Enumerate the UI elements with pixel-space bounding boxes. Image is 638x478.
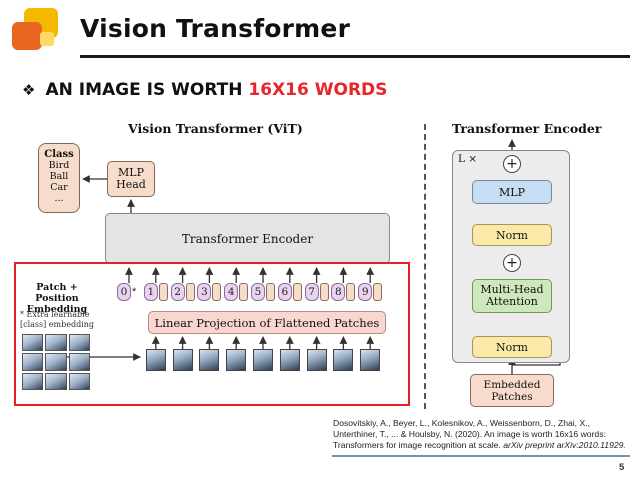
class-heading: Class xyxy=(44,149,74,160)
patch-embedding xyxy=(212,283,222,301)
position-embedding: 1 xyxy=(143,283,158,301)
position-embedding: 0 xyxy=(117,283,131,301)
patch-embedding xyxy=(266,283,275,301)
residual-add-icon: + xyxy=(503,155,521,173)
image-patch xyxy=(226,349,247,371)
patch-embedding xyxy=(319,283,329,301)
mlp-box: MLP xyxy=(472,180,552,204)
mlp-head-label: MLP Head xyxy=(116,166,146,191)
image-patch xyxy=(172,349,193,371)
token-2: 2 xyxy=(170,283,195,301)
page-number: 5 xyxy=(619,462,625,473)
logo xyxy=(10,8,72,60)
transformer-encoder-box: Transformer Encoder xyxy=(105,213,390,264)
bullet-highlight: 16X16 WORDS xyxy=(248,80,388,100)
image-patch xyxy=(199,349,220,371)
token-5: 5 xyxy=(251,283,275,301)
patch-embedding xyxy=(239,283,249,301)
position-embedding: 8 xyxy=(331,283,346,301)
citation: Dosovitskiy, A., Beyer, L., Kolesnikov, … xyxy=(333,418,633,452)
repeat-label: L × xyxy=(458,153,478,165)
token-1: 1 xyxy=(143,283,168,301)
image-patch xyxy=(279,349,300,371)
position-embedding: 7 xyxy=(304,283,319,301)
mha-label: Multi-Head Attention xyxy=(480,283,544,308)
token-8: 8 xyxy=(331,283,356,301)
token-7: 7 xyxy=(304,283,329,301)
position-embedding: 5 xyxy=(251,283,265,301)
image-patch xyxy=(145,349,166,371)
dashed-divider xyxy=(424,124,426,409)
linear-projection-box: Linear Projection of Flattened Patches xyxy=(148,311,386,334)
class-item: Bird xyxy=(48,160,70,171)
class-item: ... xyxy=(54,193,64,204)
norm-box-bottom: Norm xyxy=(472,336,552,358)
class-item: Car xyxy=(50,182,68,193)
norm-box-top: Norm xyxy=(472,224,552,246)
citation-text: Dosovitskiy, A., Beyer, L., Kolesnikov, … xyxy=(333,418,606,451)
token-6: 6 xyxy=(277,283,302,301)
patch-embedding xyxy=(158,283,168,301)
bullet-headline: ❖ AN IMAGE IS WORTH 16X16 WORDS xyxy=(22,80,387,100)
highlight-frame xyxy=(14,262,410,406)
image-patch xyxy=(333,349,354,371)
title-rule xyxy=(80,55,630,58)
class-output-box: Class Bird Ball Car ... xyxy=(38,143,80,213)
slide-title: Vision Transformer xyxy=(80,14,351,43)
footer-rule xyxy=(332,455,630,457)
position-embedding: 3 xyxy=(197,283,212,301)
token-4: 4 xyxy=(224,283,249,301)
position-embedding: 9 xyxy=(358,283,373,301)
learnable-embedding-note: * Extra learnable [class] embedding xyxy=(20,310,95,329)
token-0: 0* xyxy=(117,283,136,301)
patch-embedding xyxy=(373,283,383,301)
image-patch xyxy=(306,349,327,371)
image-patch xyxy=(360,349,381,371)
position-embedding: 4 xyxy=(224,283,239,301)
class-item: Ball xyxy=(49,171,69,182)
token-9: 9 xyxy=(358,283,383,301)
encoder-diagram-title: Transformer Encoder xyxy=(452,121,602,136)
class-token-marker: * xyxy=(132,286,137,298)
residual-add-icon: + xyxy=(503,254,521,272)
diamond-bullet-icon: ❖ xyxy=(22,81,36,99)
mlp-head-box: MLP Head xyxy=(107,161,155,197)
citation-venue: arXiv preprint arXiv:2010.11929. xyxy=(503,440,626,451)
patch-embedding xyxy=(292,283,302,301)
image-patch xyxy=(253,349,273,371)
embedded-patches-label: Embedded Patches xyxy=(483,378,541,403)
patch-position-embedding-label: Patch + Position Embedding xyxy=(26,282,88,315)
multi-head-attention-box: Multi-Head Attention xyxy=(472,279,552,313)
patch-embedding xyxy=(346,283,356,301)
patch-embedding xyxy=(185,283,195,301)
position-embedding: 2 xyxy=(170,283,185,301)
vit-diagram-title: Vision Transformer (ViT) xyxy=(128,121,303,136)
token-3: 3 xyxy=(197,283,222,301)
position-embedding: 6 xyxy=(277,283,292,301)
input-image-grid xyxy=(22,334,90,390)
bullet-text: AN IMAGE IS WORTH xyxy=(45,80,249,100)
embedded-patches-box: Embedded Patches xyxy=(470,374,554,407)
